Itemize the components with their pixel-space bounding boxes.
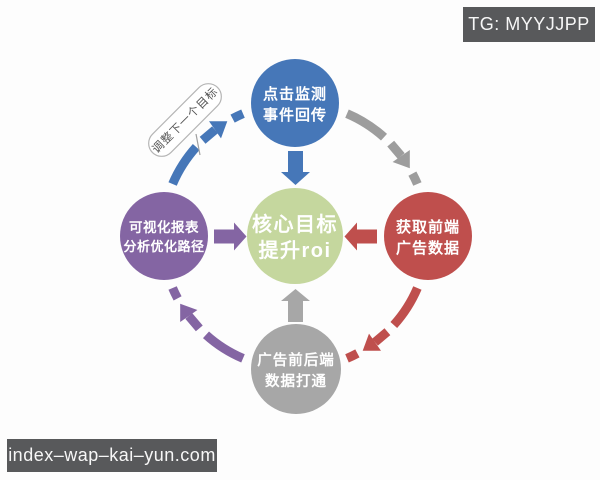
- arc-bottom-to-left-shaft: [185, 313, 203, 332]
- callout-label: 调整下一个目标: [149, 84, 221, 156]
- arc-bottom-to-left-tail: [202, 331, 245, 363]
- arc-top-to-right: [345, 109, 422, 186]
- callout-pill: [148, 83, 222, 157]
- node-left-circle: [120, 192, 208, 280]
- node-right-circle: [384, 192, 472, 280]
- node-left: 可视化报表 分析优化路径: [120, 192, 208, 280]
- telegram-watermark-badge: TG: MYYJJPP: [463, 7, 595, 42]
- inner-arrow-bottom-to-center-icon: [281, 289, 310, 322]
- node-top-label-line2: 事件回传: [263, 106, 327, 124]
- arc-left-to-top-arrowhead-icon: [209, 121, 228, 139]
- node-left-label-line1: 可视化报表: [129, 219, 199, 235]
- arc-right-to-bottom-arrowhead-icon: [362, 333, 381, 351]
- node-bottom-label-line1: 广告前后端: [257, 351, 335, 369]
- arc-right-to-bottom: [345, 286, 422, 363]
- arc-bottom-to-left-arrowhead-icon: [180, 303, 198, 322]
- arc-top-to-right-tail: [345, 109, 388, 141]
- arc-right-to-bottom-head-segment: [345, 349, 360, 363]
- node-left-label-line2: 分析优化路径: [123, 239, 204, 254]
- callout-adjust-goal: 调整下一个目标: [148, 83, 222, 157]
- arc-left-to-top-shaft: [199, 126, 218, 144]
- node-right-label-line2: 广告数据: [396, 239, 460, 257]
- node-top-label-line1: 点击监测: [263, 85, 327, 103]
- node-bottom-label-line2: 数据打通: [265, 372, 327, 390]
- node-top: 点击监测 事件回传: [251, 59, 339, 147]
- node-top-circle: [251, 59, 339, 147]
- arc-left-to-top-tail: [168, 143, 200, 186]
- arc-left-to-top-head-segment: [230, 109, 245, 123]
- node-bottom-circle: [251, 324, 341, 414]
- arc-top-to-right-shaft: [387, 140, 405, 159]
- inner-arrow-top-to-center-icon: [281, 151, 310, 185]
- arc-right-to-bottom-tail: [390, 286, 422, 329]
- domain-watermark-badge: index–wap–kai–yun.com: [7, 439, 217, 472]
- callout-leader-line: [195, 133, 201, 156]
- node-bottom: 广告前后端 数据打通: [251, 324, 341, 414]
- node-center-label-line2: 提升roi: [258, 238, 331, 262]
- node-center: 核心目标 提升roi: [247, 188, 343, 284]
- node-center-circle: [247, 188, 343, 284]
- inner-arrow-right-to-center-icon: [344, 222, 377, 251]
- arc-top-to-right-arrowhead-icon: [392, 150, 410, 169]
- node-right: 获取前端 广告数据: [384, 192, 472, 280]
- inner-arrow-left-to-center-icon: [214, 222, 247, 251]
- node-right-label-line1: 获取前端: [396, 218, 460, 236]
- node-center-label-line1: 核心目标: [252, 212, 338, 236]
- arc-left-to-top: [168, 109, 245, 186]
- arc-right-to-bottom-shaft: [372, 328, 391, 346]
- arc-top-to-right-head-segment: [408, 171, 422, 186]
- arc-bottom-to-left-head-segment: [168, 286, 182, 301]
- arc-bottom-to-left: [168, 286, 245, 363]
